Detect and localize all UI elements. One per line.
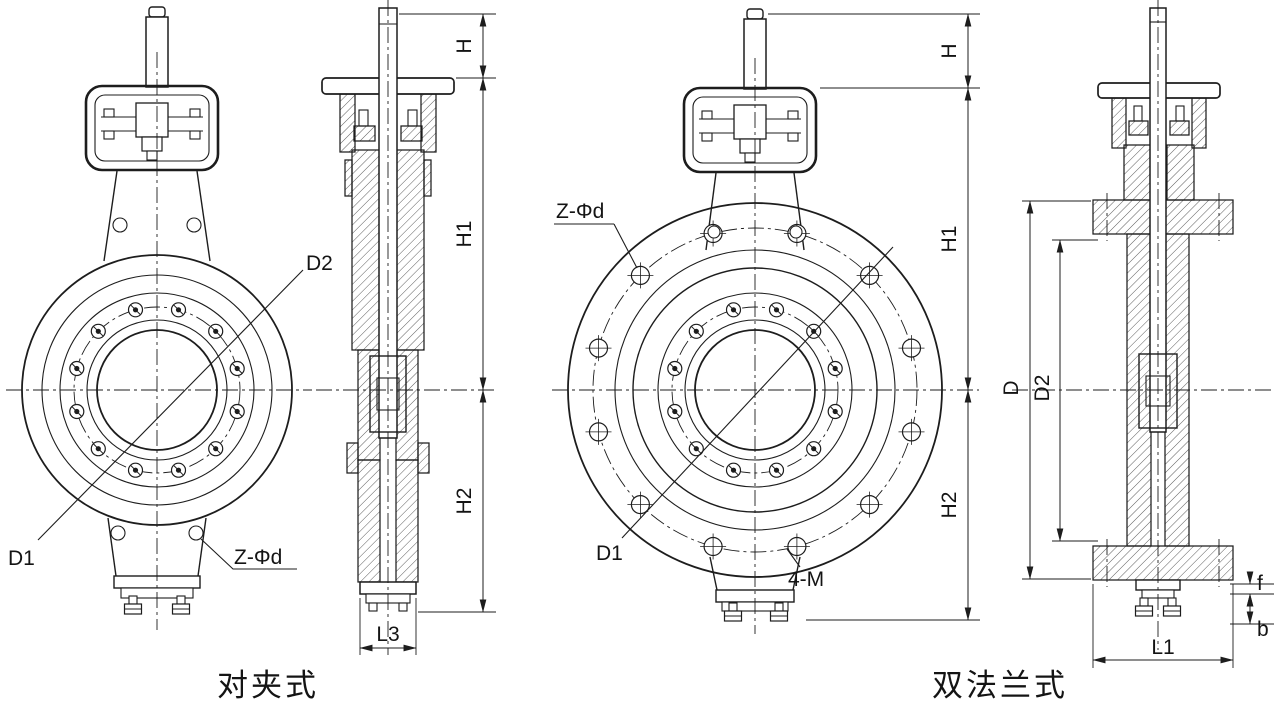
caption-wafer: 对夹式	[217, 668, 319, 703]
wafer-front-view: D2 D1 Z-Φd	[6, 5, 333, 630]
label-h2: H2	[453, 488, 476, 515]
seat-ring	[417, 442, 430, 474]
label-d1: D1	[596, 542, 623, 565]
tail-left-edge	[107, 517, 117, 577]
lug-hole	[707, 225, 721, 239]
label-d2: D2	[306, 252, 333, 275]
flange-bolt-circle	[592, 227, 918, 553]
label-h2: H2	[938, 492, 961, 519]
wafer-dimensions: H H1 H2 L3	[359, 13, 496, 655]
label-b: b	[1257, 618, 1269, 641]
bottom-bolt	[123, 595, 143, 615]
neck-left-edge	[103, 170, 118, 262]
z-phid-leader	[200, 538, 297, 570]
label-f: f	[1257, 572, 1263, 595]
label-l1: L1	[1151, 636, 1174, 659]
label-d2: D2	[1031, 375, 1054, 402]
double-flange-front-dimensions: H H1 H2	[768, 13, 980, 621]
lug-hole	[188, 525, 204, 541]
caption-double-flange: 双法兰式	[932, 668, 1068, 703]
label-z-phid: Z-Φd	[234, 546, 282, 569]
label-h1: H1	[453, 221, 476, 248]
double-flange-side-dimensions: D D2 L1 f b	[1000, 200, 1274, 668]
double-flange-side-view	[1012, 0, 1274, 650]
label-l3: L3	[376, 623, 399, 646]
lug-hole	[112, 217, 128, 233]
diameter-leader	[621, 246, 894, 539]
seat-ring	[346, 442, 359, 474]
label-d1: D1	[8, 547, 35, 570]
actuator-bracket	[682, 7, 818, 174]
label-d: D	[1000, 380, 1023, 395]
lug-hole	[789, 225, 803, 239]
label-h: H	[938, 43, 961, 58]
label-h: H	[453, 38, 476, 53]
label-h1: H1	[938, 226, 961, 253]
bottom-bolt	[1134, 597, 1154, 617]
actuator-bracket	[84, 5, 220, 172]
diameter-leader	[37, 269, 304, 541]
pipe-flange-bottom	[1092, 545, 1234, 581]
z-phid-leader	[613, 223, 638, 269]
bottom-bolt	[171, 595, 191, 615]
bolt-circle	[73, 306, 241, 474]
label-4m: 4-M	[788, 568, 824, 591]
label-z-phid: Z-Φd	[556, 200, 604, 223]
lug-hole	[110, 525, 126, 541]
four-m-leader	[786, 548, 801, 568]
double-flange-front-view: Z-Φd D1 4-M	[552, 7, 979, 634]
wafer-side-view	[316, 0, 497, 655]
bottom-bolt	[1162, 597, 1182, 617]
inner-bolt-circle	[671, 306, 839, 474]
lug-hole	[186, 217, 202, 233]
neck-right-edge	[196, 170, 211, 262]
tail-right-edge	[197, 517, 207, 577]
